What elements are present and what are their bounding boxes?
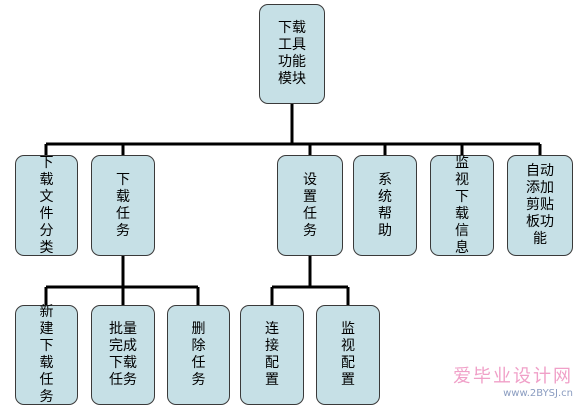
- root-label: 下载工具功能模块: [278, 20, 306, 87]
- module-label: 监视下载信息: [455, 154, 469, 256]
- watermark-text: 爱毕业设计网: [453, 366, 573, 387]
- subnode-label: 监视配置: [341, 321, 355, 388]
- module-system-help: 系统帮助: [353, 155, 417, 256]
- module-label: 设置任务: [303, 171, 317, 239]
- subnode-label: 批量完成下载任务: [109, 321, 137, 388]
- subnode-new-download: 新建下载任务: [15, 304, 78, 405]
- module-label: 下载文件分类: [39, 154, 54, 256]
- subnode-monitor-config: 监视配置: [316, 305, 380, 405]
- subnode-label: 新建下载任务: [39, 304, 54, 405]
- subnode-label: 连接配置: [265, 321, 279, 388]
- subnode-connection-config: 连接配置: [240, 305, 304, 405]
- subnode-label: 删除任务: [191, 321, 206, 388]
- module-label: 自动添加剪贴板功能: [526, 163, 554, 247]
- module-label: 下载任务: [116, 171, 130, 239]
- root-node: 下载工具功能模块: [259, 4, 325, 104]
- subnode-delete-task: 删除任务: [167, 305, 230, 405]
- module-settings-task: 设置任务: [277, 155, 343, 256]
- subnode-batch-download: 批量完成下载任务: [91, 305, 155, 405]
- module-monitor-download-info: 监视下载信息: [430, 155, 494, 256]
- module-file-category: 下载文件分类: [15, 155, 78, 256]
- watermark: 爱毕业设计网 www.2BYSJ.cn: [448, 362, 573, 406]
- module-label: 系统帮助: [378, 171, 392, 239]
- module-auto-clipboard: 自动添加剪贴板功能: [507, 155, 573, 256]
- watermark-url: www.2BYSJ.cn: [503, 388, 573, 399]
- module-download-task: 下载任务: [91, 155, 155, 256]
